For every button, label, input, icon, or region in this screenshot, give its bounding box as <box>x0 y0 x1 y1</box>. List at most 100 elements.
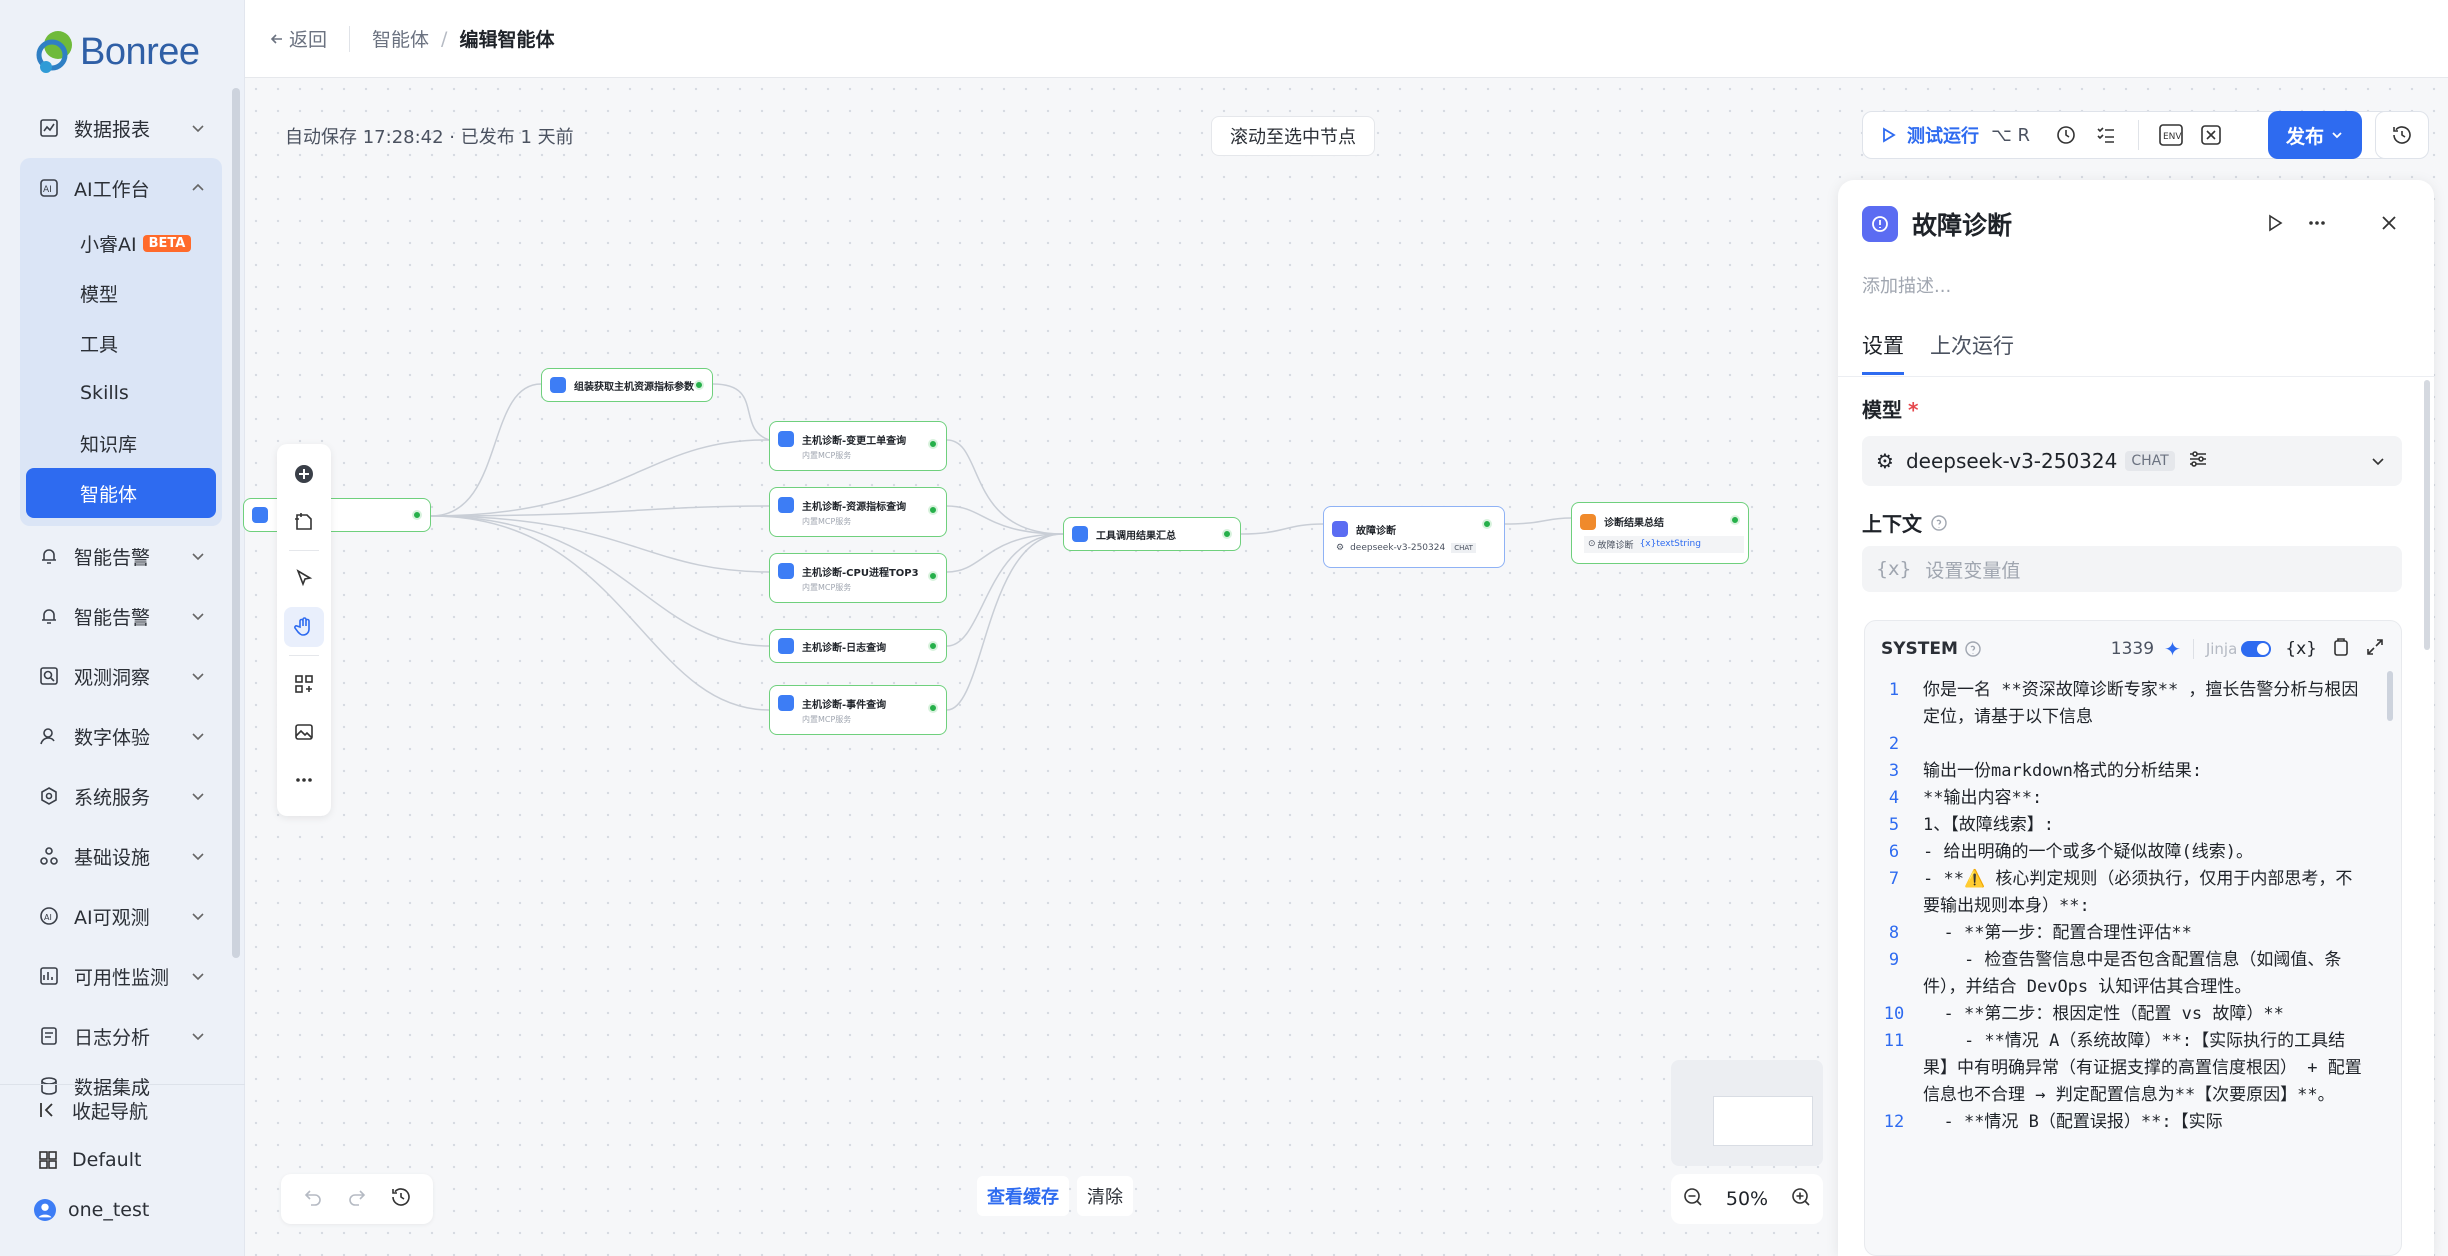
bonree-logo-icon <box>34 27 78 77</box>
tab-settings[interactable]: 设置 <box>1862 330 1904 375</box>
version-history-button[interactable] <box>2375 111 2429 159</box>
variable-button[interactable] <box>2191 115 2231 155</box>
nav-item-infra[interactable]: 基础设施 <box>20 826 222 886</box>
node-change-ticket[interactable]: 主机诊断-变更工单查询内置MCP服务 <box>769 421 947 471</box>
view-cache-button[interactable]: 查看缓存 <box>977 1176 1069 1216</box>
history-run-button[interactable] <box>2046 115 2086 155</box>
export-image-button[interactable] <box>284 712 324 752</box>
copy-button[interactable] <box>2331 637 2351 662</box>
env-button[interactable]: ENV <box>2151 115 2191 155</box>
nav-item-reports[interactable]: 数据报表 <box>20 98 222 158</box>
pointer-mode-button[interactable] <box>284 559 324 599</box>
play-icon <box>2269 214 2283 232</box>
minimap[interactable] <box>1671 1060 1823 1166</box>
llm-icon <box>1862 206 1898 242</box>
zoom-in-button[interactable] <box>1790 1186 1812 1213</box>
more-icon <box>296 778 312 782</box>
sub-item-model[interactable]: 模型 <box>26 268 216 318</box>
editor-scrollbar[interactable] <box>2387 671 2393 721</box>
status-success-icon <box>928 641 938 651</box>
node-result-summary[interactable]: 诊断结果总结⊙故障诊断{x}textString <box>1571 502 1749 564</box>
back-button[interactable]: 返回 <box>269 25 327 52</box>
nav-item-availability[interactable]: 可用性监测 <box>20 946 222 1006</box>
line-text: - 检查告警信息中是否包含配置信息（如阈值、条件），并结合 DevOps 认知评… <box>1923 950 2342 997</box>
zoom-out-button[interactable] <box>1682 1186 1704 1213</box>
breadcrumb-agent[interactable]: 智能体 <box>372 29 430 51</box>
expand-button[interactable] <box>2365 637 2385 662</box>
redo-button[interactable] <box>346 1186 368 1212</box>
publish-button[interactable]: 发布 <box>2268 111 2362 159</box>
status-success-icon <box>694 380 704 390</box>
nav-item-alarm-2[interactable]: 智能告警 <box>20 586 222 646</box>
close-panel-button[interactable] <box>2378 212 2400 238</box>
minimap-viewport[interactable] <box>1713 1096 1813 1146</box>
context-variable-input[interactable]: {x}设置变量值 <box>1862 546 2402 592</box>
zoom-in-icon <box>1792 1187 1810 1206</box>
sub-item-knowledge[interactable]: 知识库 <box>26 418 216 468</box>
auto-layout-button[interactable] <box>284 664 324 704</box>
nav-label: 可用性监测 <box>74 966 170 989</box>
sub-item-tools[interactable]: 工具 <box>26 318 216 368</box>
panel-more-button[interactable] <box>2306 212 2328 238</box>
collapse-nav-button[interactable]: 收起导航 <box>0 1085 245 1135</box>
user-menu[interactable]: one_test <box>0 1185 245 1235</box>
nav-item-insight[interactable]: 观测洞察 <box>20 646 222 706</box>
ai-generate-button[interactable]: ✦ <box>2164 637 2181 661</box>
history-button[interactable] <box>390 1186 412 1212</box>
insert-variable-button[interactable]: {x} <box>2285 639 2317 659</box>
brand-logo[interactable]: Bonree <box>34 22 200 82</box>
description-input[interactable]: 添加描述... <box>1862 276 1952 297</box>
node-title: 主机诊断-日志查询 <box>802 642 887 654</box>
model-params-button[interactable] <box>2187 448 2209 475</box>
env-icon: ENV <box>2159 124 2183 146</box>
node-start[interactable]: 数 <box>243 498 431 532</box>
tab-last-run[interactable]: 上次运行 <box>1930 334 2014 358</box>
brand-name: Bonree <box>80 30 200 73</box>
add-node-button[interactable] <box>284 454 324 494</box>
panel-scrollbar[interactable] <box>2424 380 2430 650</box>
node-event-query[interactable]: 主机诊断-事件查询内置MCP服务 <box>769 685 947 735</box>
run-node-button[interactable] <box>2264 212 2286 238</box>
nav-item-data-integration[interactable]: 数据集成 <box>20 1066 222 1106</box>
undo-button[interactable] <box>302 1186 324 1212</box>
test-run-button[interactable]: 测试运行 ⌥ R <box>1863 122 2046 148</box>
nav-item-log[interactable]: 日志分析 <box>20 1006 222 1066</box>
more-button[interactable] <box>284 760 324 800</box>
nav-item-alarm[interactable]: 智能告警 <box>20 526 222 586</box>
node-title: 故障诊断 <box>1356 525 1396 537</box>
divider <box>349 25 351 52</box>
node-assemble[interactable]: 组装获取主机资源指标参数 <box>541 368 713 402</box>
clear-cache-button[interactable]: 清除 <box>1077 1176 1133 1216</box>
checklist-button[interactable] <box>2086 115 2126 155</box>
nav-label: 数据报表 <box>74 118 151 141</box>
hand-mode-button[interactable] <box>284 607 324 647</box>
chevron-down-icon <box>192 613 204 621</box>
zoom-out-icon <box>1684 1187 1702 1206</box>
required-mark: * <box>1908 398 1919 422</box>
alarm-icon <box>38 545 60 567</box>
model-select[interactable]: ⚙ deepseek-v3-250324 CHAT <box>1862 436 2402 486</box>
add-note-button[interactable] <box>284 502 324 542</box>
workspace-switcher[interactable]: Default <box>0 1135 245 1185</box>
service-icon <box>38 785 60 807</box>
nav-item-ai-workbench[interactable]: AI AI工作台 <box>20 158 222 218</box>
sidebar-scrollbar[interactable] <box>232 88 240 958</box>
sub-label: Skills <box>80 382 129 404</box>
node-log-query[interactable]: 主机诊断-日志查询 <box>769 629 947 663</box>
nav-item-digital-exp[interactable]: 数字体验 <box>20 706 222 766</box>
node-tool-summary[interactable]: 工具调用结果汇总 <box>1063 517 1241 551</box>
sub-item-skills[interactable]: Skills <box>26 368 216 418</box>
jinja-toggle[interactable] <box>2241 641 2272 657</box>
node-resource-metric[interactable]: 主机诊断-资源指标查询内置MCP服务 <box>769 487 947 537</box>
scroll-to-node-button[interactable]: 滚动至选中节点 <box>1211 116 1375 156</box>
clock-check-icon <box>2057 126 2075 144</box>
node-subtitle: 内置MCP服务 <box>802 715 852 724</box>
nav-item-system-service[interactable]: 系统服务 <box>20 766 222 826</box>
sub-item-agent[interactable]: 智能体 <box>26 468 216 518</box>
